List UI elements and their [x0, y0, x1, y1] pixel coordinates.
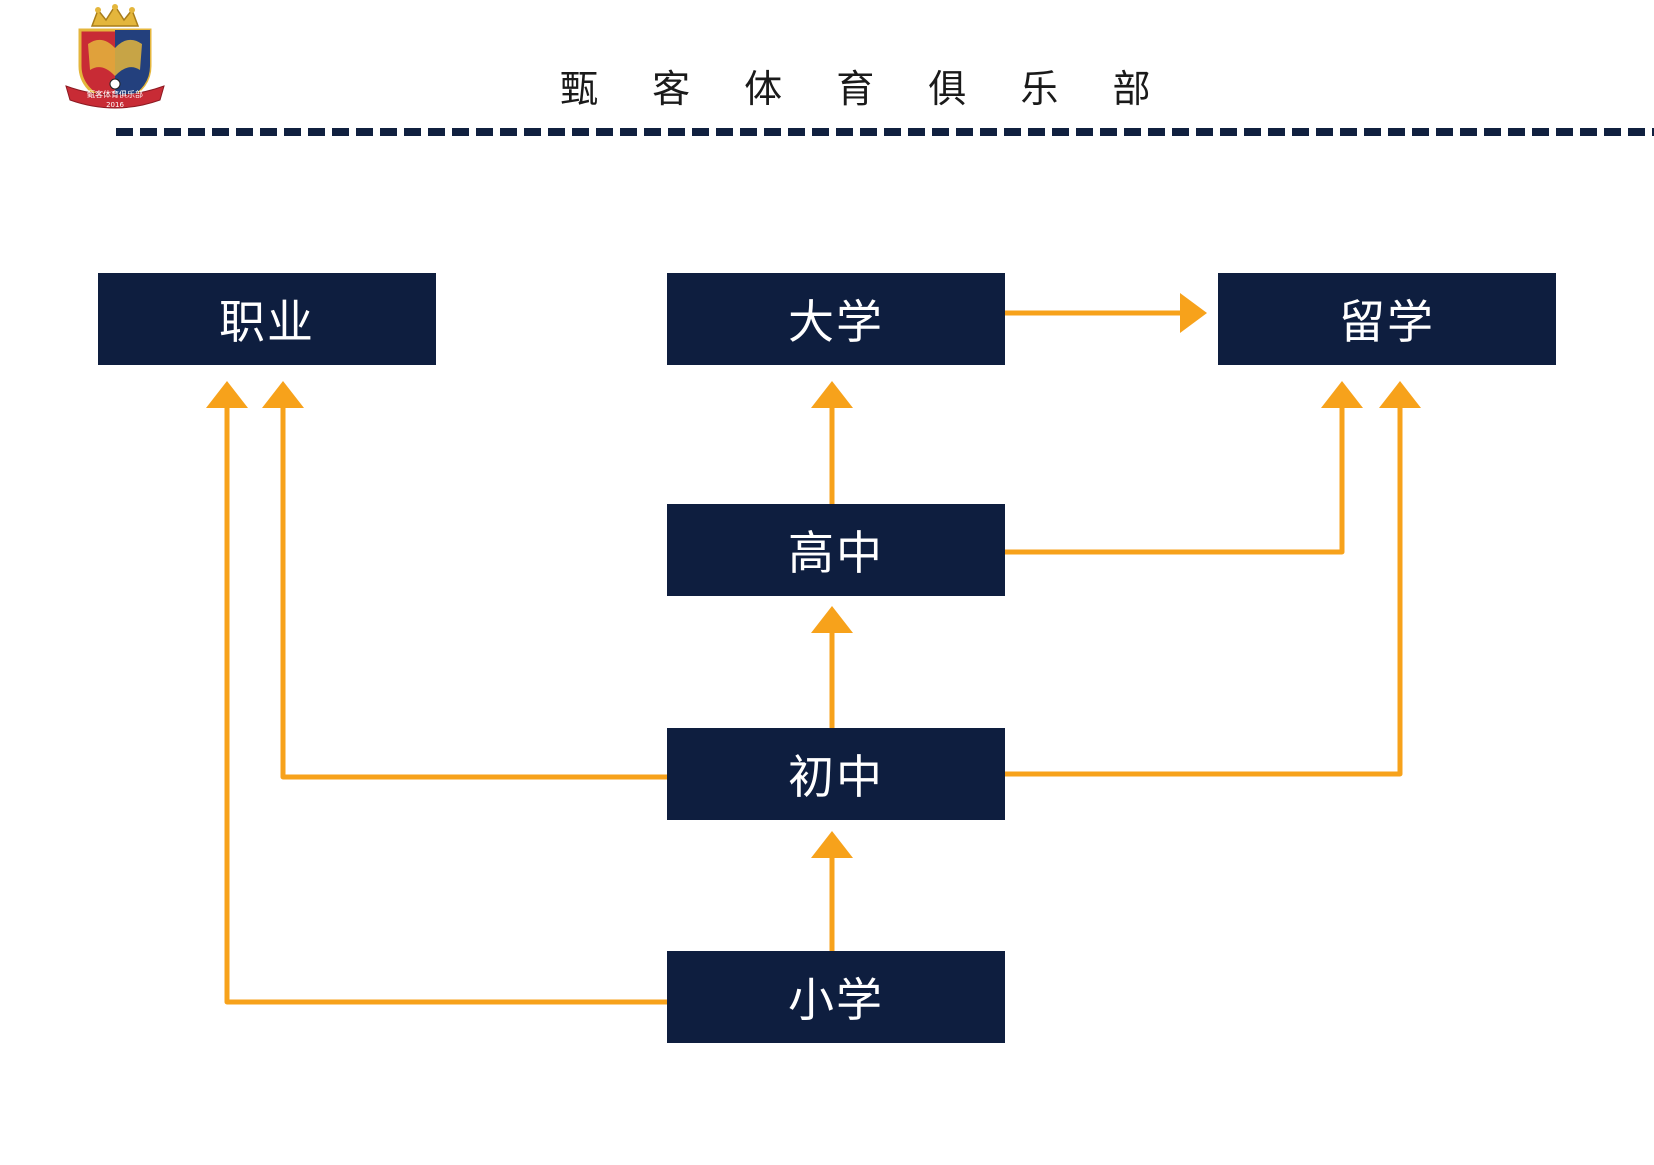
arrowhead-icon — [1321, 381, 1363, 408]
node-study-abroad: 留学 — [1218, 273, 1556, 365]
edge-primary-school-career — [224, 402, 667, 1005]
node-university: 大学 — [667, 273, 1005, 365]
arrowhead-icon — [262, 381, 304, 408]
arrowhead-icon — [206, 381, 248, 408]
arrowhead-icon — [1379, 381, 1421, 408]
arrowhead-icon — [811, 606, 853, 633]
edge-high-school-study-abroad — [1004, 402, 1345, 555]
club-title: 甄 客 体 育 俱 乐 部 — [560, 67, 1172, 111]
node-career: 职业 — [98, 273, 436, 365]
logo-year: 2016 — [106, 101, 124, 109]
crown-icon — [90, 4, 140, 27]
ball-icon — [109, 78, 121, 90]
node-high-school: 高中 — [667, 504, 1005, 596]
node-primary-school: 小学 — [667, 951, 1005, 1043]
arrowhead-icon — [811, 381, 853, 408]
edge-middle-school-study-abroad — [1004, 402, 1403, 777]
arrowhead-icon — [811, 831, 853, 858]
club-crest-logo: 甄客体育俱乐部 2016 — [65, 4, 165, 109]
edge-middle-school-career — [280, 402, 667, 780]
dashed-divider — [116, 128, 1654, 136]
arrowhead-icon — [1180, 293, 1207, 333]
logo-text: 甄客体育俱乐部 — [87, 89, 143, 99]
node-middle-school: 初中 — [667, 728, 1005, 820]
